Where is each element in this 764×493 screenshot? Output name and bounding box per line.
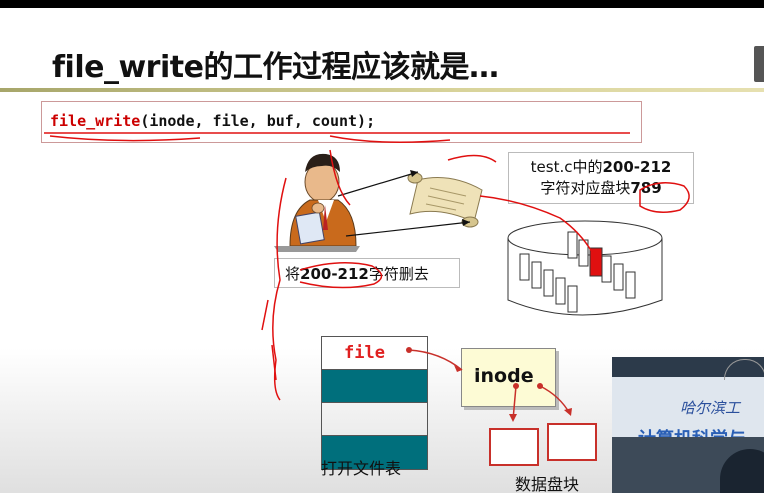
file-table-caption: 打开文件表 [321,459,402,478]
data-block-1 [489,428,539,466]
inode-label: inode [474,365,534,387]
video-banner: 哈尔滨工 计算机科学与 [612,377,764,450]
code-arguments: (inode, file, buf, count); [140,112,376,130]
note-line-1: test.c中的200-212 [509,157,693,178]
block-note-box: test.c中的200-212 字符对应盘块789 [508,152,694,204]
note-line1-prefix: test.c中的 [530,158,603,176]
code-box: file_write(inode, file, buf, count); [41,101,642,143]
data-blocks-caption: 数据盘块 [515,475,580,493]
code-function-name: file_write [50,112,141,130]
thinking-person-icon [274,153,360,252]
handwritten-annotations [44,132,690,401]
code-line: file_write(inode, file, buf, count); [50,112,375,130]
file-row-label: file [344,343,385,363]
disk-cylinder-icon [507,220,663,316]
slide-title: file_write的工作过程应该就是… [52,50,499,85]
note-line2-prefix: 字符对应盘块 [540,179,631,197]
corner-tab [754,46,764,82]
delete-suffix: 字符删去 [368,265,429,283]
presenter-video-thumbnail: 哈尔滨工 计算机科学与 [612,357,764,493]
scroll-icon [407,172,483,228]
video-banner-top-text: 哈尔滨工 [680,399,741,417]
delete-prefix: 将 [285,265,301,283]
file-table-row [322,403,427,436]
delete-label-box: 将200-212字符删去 [274,258,460,288]
note-line1-range: 200-212 [602,158,672,176]
data-block-2 [547,423,597,461]
inode-box: inode [461,348,556,407]
open-file-table: file [321,336,428,470]
university-logo-icon [724,359,764,380]
title-rule [0,88,764,92]
file-table-row-file: file [322,337,427,370]
file-table-row [322,436,427,469]
delete-range: 200-212 [300,265,369,283]
file-table-row [322,370,427,403]
